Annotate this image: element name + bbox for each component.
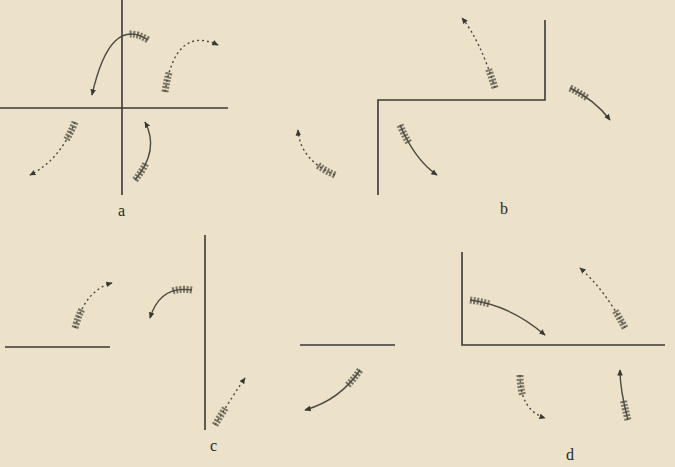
curved-arrow [75, 283, 360, 425]
curved-arrow [298, 18, 610, 175]
curved-arrow [30, 34, 218, 180]
surface-line [378, 20, 545, 195]
panel-letter: d [566, 447, 574, 463]
surface-line [0, 107, 228, 109]
surface-line [462, 252, 665, 345]
panel-letter: c [210, 438, 217, 454]
surface-line [5, 346, 110, 348]
surface-line [300, 344, 395, 346]
panel-letter: b [500, 201, 508, 217]
panel-letter: a [118, 203, 125, 219]
curved-arrow [470, 268, 628, 420]
surface-line [121, 0, 123, 195]
surface-line [204, 235, 206, 430]
